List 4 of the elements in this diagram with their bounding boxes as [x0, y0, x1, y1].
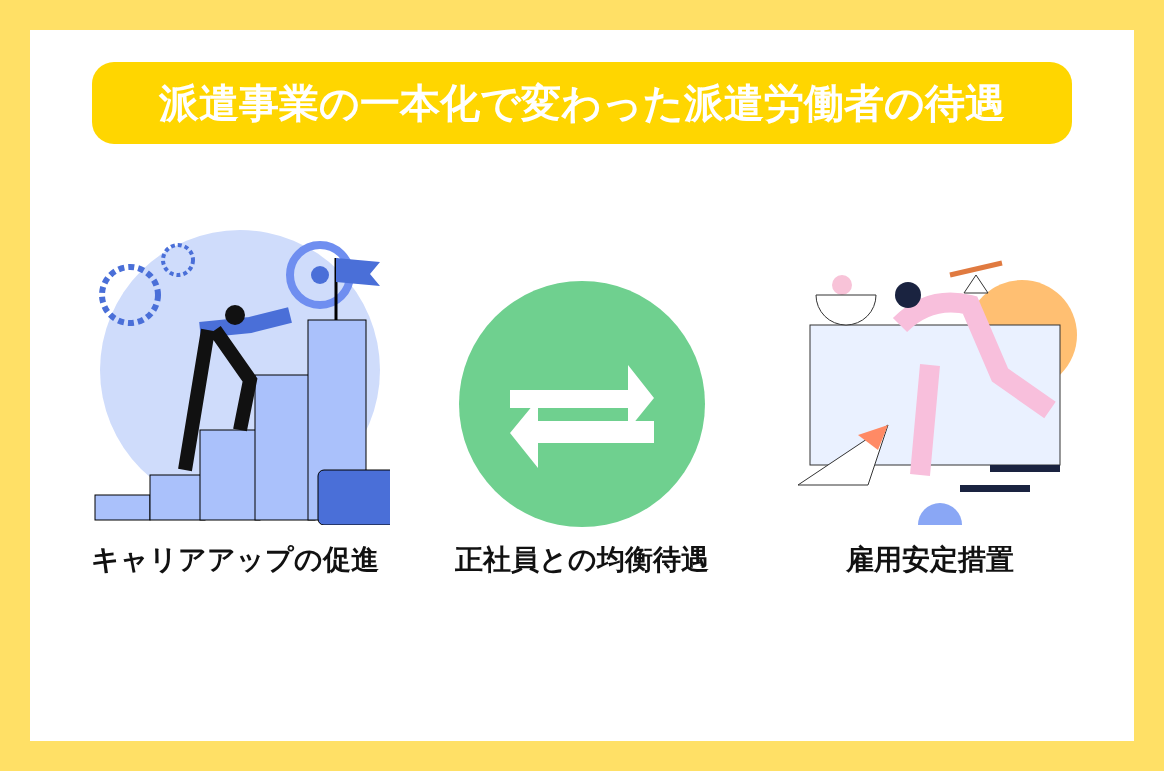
caption: 雇用安定措置	[845, 542, 1015, 578]
title-banner: 派遣事業の一本化で変わった派遣労働者の待遇	[92, 62, 1072, 144]
caption: キャリアアップの促進	[90, 542, 380, 578]
caption: 正社員との均衡待遇	[454, 542, 710, 578]
